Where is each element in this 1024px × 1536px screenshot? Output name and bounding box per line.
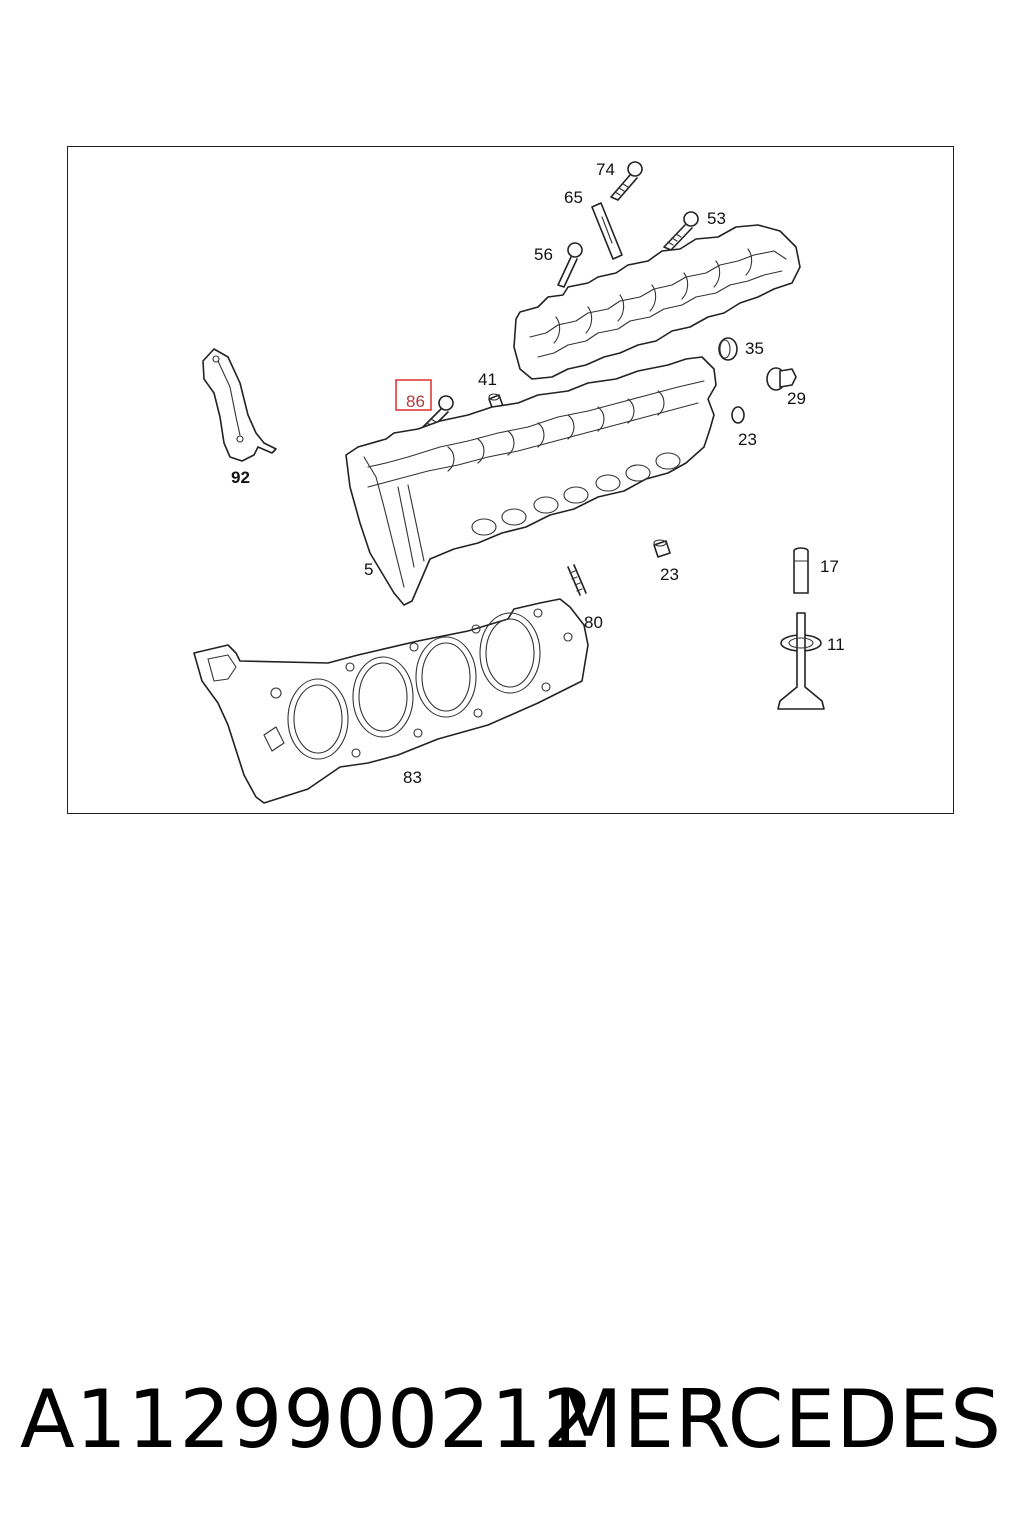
sleeve-23-lower-drawing	[653, 539, 671, 558]
callout-5[interactable]: 5	[364, 560, 373, 579]
bracket-92-drawing	[202, 348, 277, 462]
brand-name: MERCEDES	[553, 1373, 1002, 1466]
callout-74[interactable]: 74	[596, 160, 615, 179]
bolt-53-drawing	[663, 211, 699, 251]
plug-29-drawing	[766, 367, 797, 391]
parts-diagram-frame: 74 65 53 56 35 41 86 29 23 92 5 23 17 80…	[67, 146, 954, 814]
callout-17[interactable]: 17	[820, 557, 839, 576]
callout-80[interactable]: 80	[584, 613, 603, 632]
camshaft-carrier-drawing	[513, 224, 801, 380]
callout-29[interactable]: 29	[787, 389, 806, 408]
cylinder-head-exploded-diagram: 74 65 53 56 35 41 86 29 23 92 5 23 17 80…	[193, 160, 845, 804]
callout-56[interactable]: 56	[534, 245, 553, 264]
callout-83[interactable]: 83	[403, 768, 422, 787]
callout-92[interactable]: 92	[231, 468, 250, 487]
bolt-74-drawing	[610, 161, 643, 201]
footer-caption: A1129900212 MERCEDES	[0, 1370, 1024, 1470]
valve-guide-17-drawing	[793, 547, 809, 594]
gasket-83-drawing	[193, 598, 589, 804]
callout-11[interactable]: 11	[827, 635, 845, 654]
callout-65[interactable]: 65	[564, 188, 583, 207]
callout-41[interactable]: 41	[478, 370, 497, 389]
cylinder-head-5-drawing	[345, 356, 717, 606]
sleeve-23-upper-drawing	[731, 406, 745, 424]
bolt-56-drawing	[557, 242, 583, 288]
callout-23-upper[interactable]: 23	[738, 430, 757, 449]
ring-35-drawing	[718, 337, 738, 361]
selected-part-highlight	[395, 379, 432, 411]
part-number: A1129900212	[20, 1373, 595, 1466]
callout-86[interactable]: 86	[406, 392, 425, 411]
valve-11-drawing	[777, 612, 825, 710]
callout-53[interactable]: 53	[707, 209, 726, 228]
plate-65-drawing	[591, 202, 623, 260]
callout-23-lower[interactable]: 23	[660, 565, 679, 584]
callout-35[interactable]: 35	[745, 339, 764, 358]
stud-80-drawing	[567, 564, 587, 596]
